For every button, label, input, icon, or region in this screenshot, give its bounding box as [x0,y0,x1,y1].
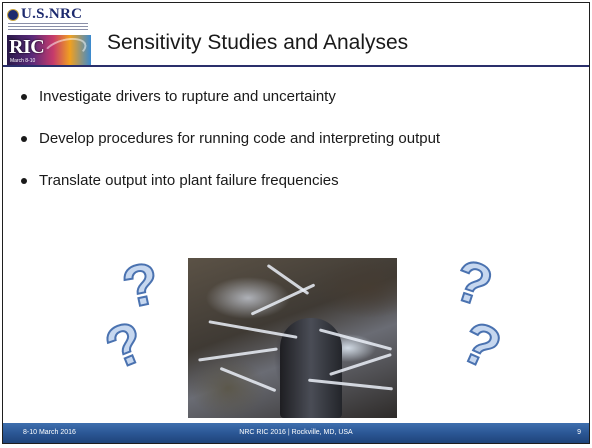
svg-text:?: ? [97,315,154,375]
bullet-text: Translate output into plant failure freq… [39,172,339,189]
bullet-icon [21,94,27,100]
page-number: 9 [577,429,581,436]
nrc-wordmark: U.S.NRC [7,6,82,23]
footer-event: NRC RIC 2016 | Rockville, MD, USA [239,429,353,436]
bullet-list: Investigate drivers to rupture and uncer… [21,87,581,213]
bullet-text: Investigate drivers to rupture and uncer… [39,88,336,105]
nrc-ric-logo: U.S.NRC RIC March 8-10 [7,6,93,65]
slide: U.S.NRC RIC March 8-10 Sensitivity Studi… [2,2,590,444]
title-divider [3,65,589,67]
slide-header: U.S.NRC RIC March 8-10 Sensitivity Studi… [3,3,589,65]
ric-logo-date: March 8-10 [10,58,36,64]
ric-logo-text: RIC [9,36,45,58]
question-mark-icon: ? [445,253,501,313]
svg-text:?: ? [117,255,165,315]
bullet-icon [21,136,27,142]
pipe-rupture-photo [188,258,397,418]
nrc-logo-text: U.S.NRC [21,6,83,22]
bullet-item: Translate output into plant failure freq… [21,171,581,191]
question-mark-icon: ? [116,255,166,315]
bullet-item: Investigate drivers to rupture and uncer… [21,87,581,107]
bullet-text: Develop procedures for running code and … [39,130,441,147]
bullet-item: Develop procedures for running code and … [21,129,581,149]
slide-footer: 8-10 March 2016 NRC RIC 2016 | Rockville… [3,423,589,443]
question-mark-icon: ? [96,315,155,375]
slide-title: Sensitivity Studies and Analyses [107,31,409,54]
logo-subtitle-lines [8,23,88,32]
footer-date: 8-10 March 2016 [23,429,76,436]
svg-text:?: ? [451,315,510,375]
ric-banner: RIC March 8-10 [7,35,91,65]
bullet-icon [21,178,27,184]
svg-text:?: ? [446,253,500,313]
question-mark-icon: ? [451,315,511,375]
nrc-seal-icon [7,8,19,21]
swirl-graphic-icon [40,35,90,65]
